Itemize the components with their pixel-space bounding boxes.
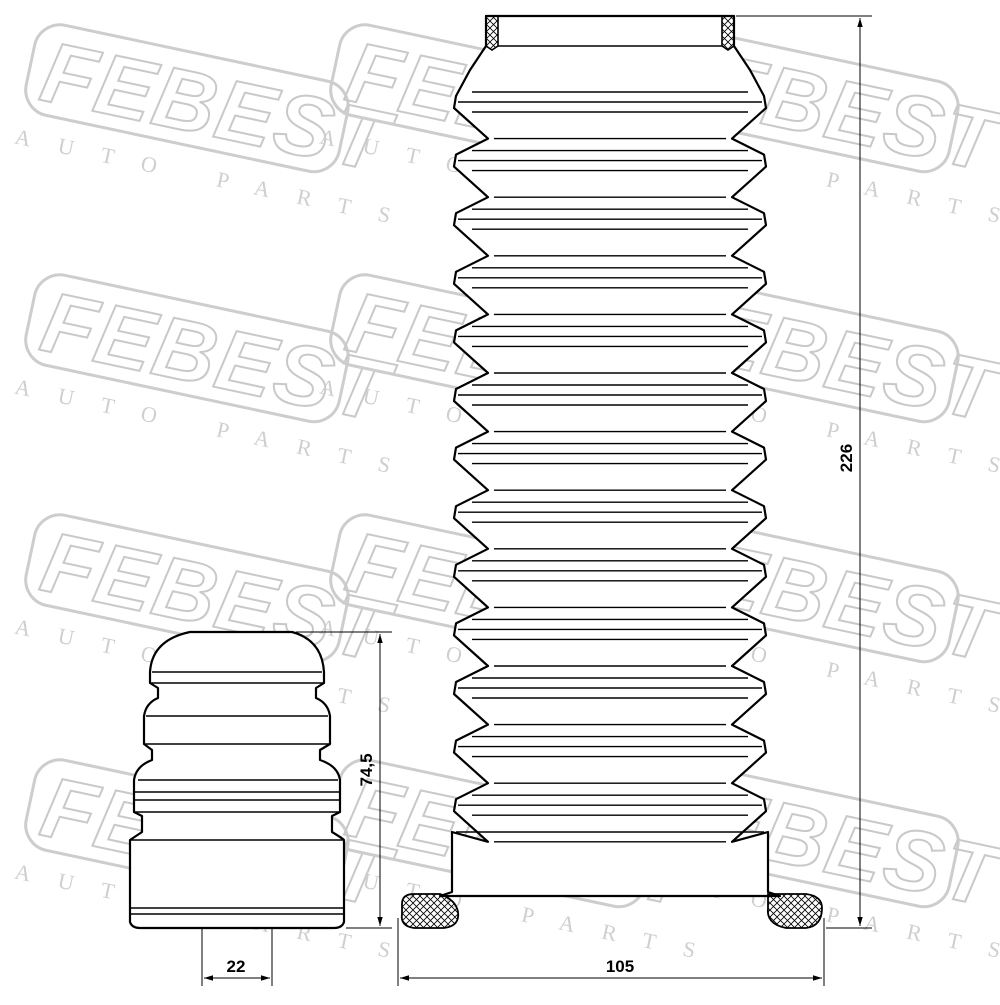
- dimension-label-bellows-height: 226: [837, 444, 856, 472]
- dust-boot-bellows: [400, 14, 823, 929]
- dimension-lines: [201, 15, 872, 986]
- bump-stop: [128, 630, 346, 930]
- dimension-label-bellows-width: 105: [606, 957, 634, 976]
- dimension-label-bumper-bore: 22: [227, 957, 246, 976]
- dimension-label-bumper-height: 74,5: [357, 753, 376, 786]
